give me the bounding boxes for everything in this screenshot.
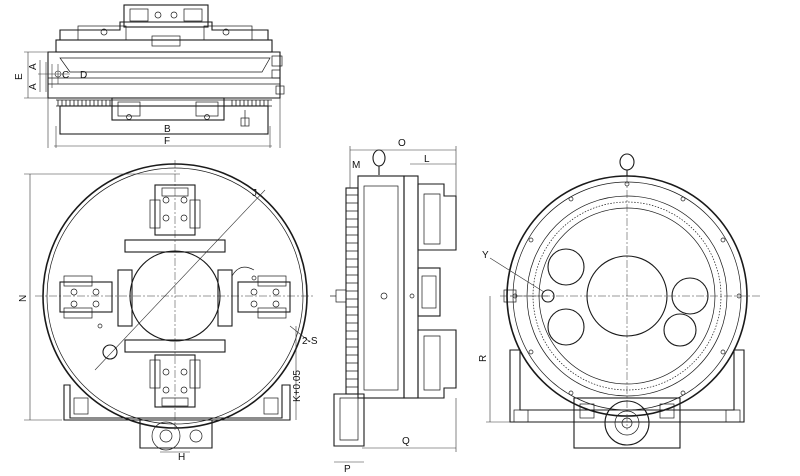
dim-label-o: O bbox=[398, 138, 406, 149]
side-view: M O L Q P bbox=[330, 138, 457, 475]
dim-label-2s: 2-S bbox=[302, 336, 318, 347]
bottom-gear bbox=[139, 420, 213, 451]
jaw-left bbox=[59, 269, 133, 327]
bolt-holes bbox=[512, 181, 742, 396]
dim-label-p: P bbox=[344, 464, 351, 475]
dim-label-l: L bbox=[424, 154, 430, 165]
jaw-bottom bbox=[124, 339, 226, 408]
dim-label-d: D bbox=[80, 70, 87, 81]
dim-label-c: C bbox=[62, 70, 69, 81]
jaw-right bbox=[217, 266, 291, 327]
top-view: E A A C D B F bbox=[14, 4, 285, 148]
dim-label-n: N bbox=[18, 295, 29, 302]
dim-label-k: K+0.05 bbox=[292, 370, 303, 402]
dim-label-y: Y bbox=[482, 250, 489, 261]
rear-view: Y R bbox=[478, 153, 760, 449]
front-view: J bbox=[18, 160, 318, 463]
top-gear-band bbox=[56, 99, 272, 107]
dim-label-f: F bbox=[164, 136, 170, 147]
dim-label-a-upper: A bbox=[28, 63, 39, 70]
dim-label-r: R bbox=[478, 355, 489, 362]
jaw-top bbox=[124, 184, 226, 253]
dim-label-q: Q bbox=[402, 436, 410, 447]
dim-label-e: E bbox=[14, 73, 25, 80]
dim-label-b: B bbox=[164, 124, 171, 135]
dim-label-a-lower: A bbox=[28, 83, 39, 90]
dim-label-j: J bbox=[252, 188, 257, 199]
dim-label-m: M bbox=[352, 160, 360, 171]
motor-flange bbox=[573, 397, 681, 449]
dim-label-h: H bbox=[178, 452, 185, 463]
